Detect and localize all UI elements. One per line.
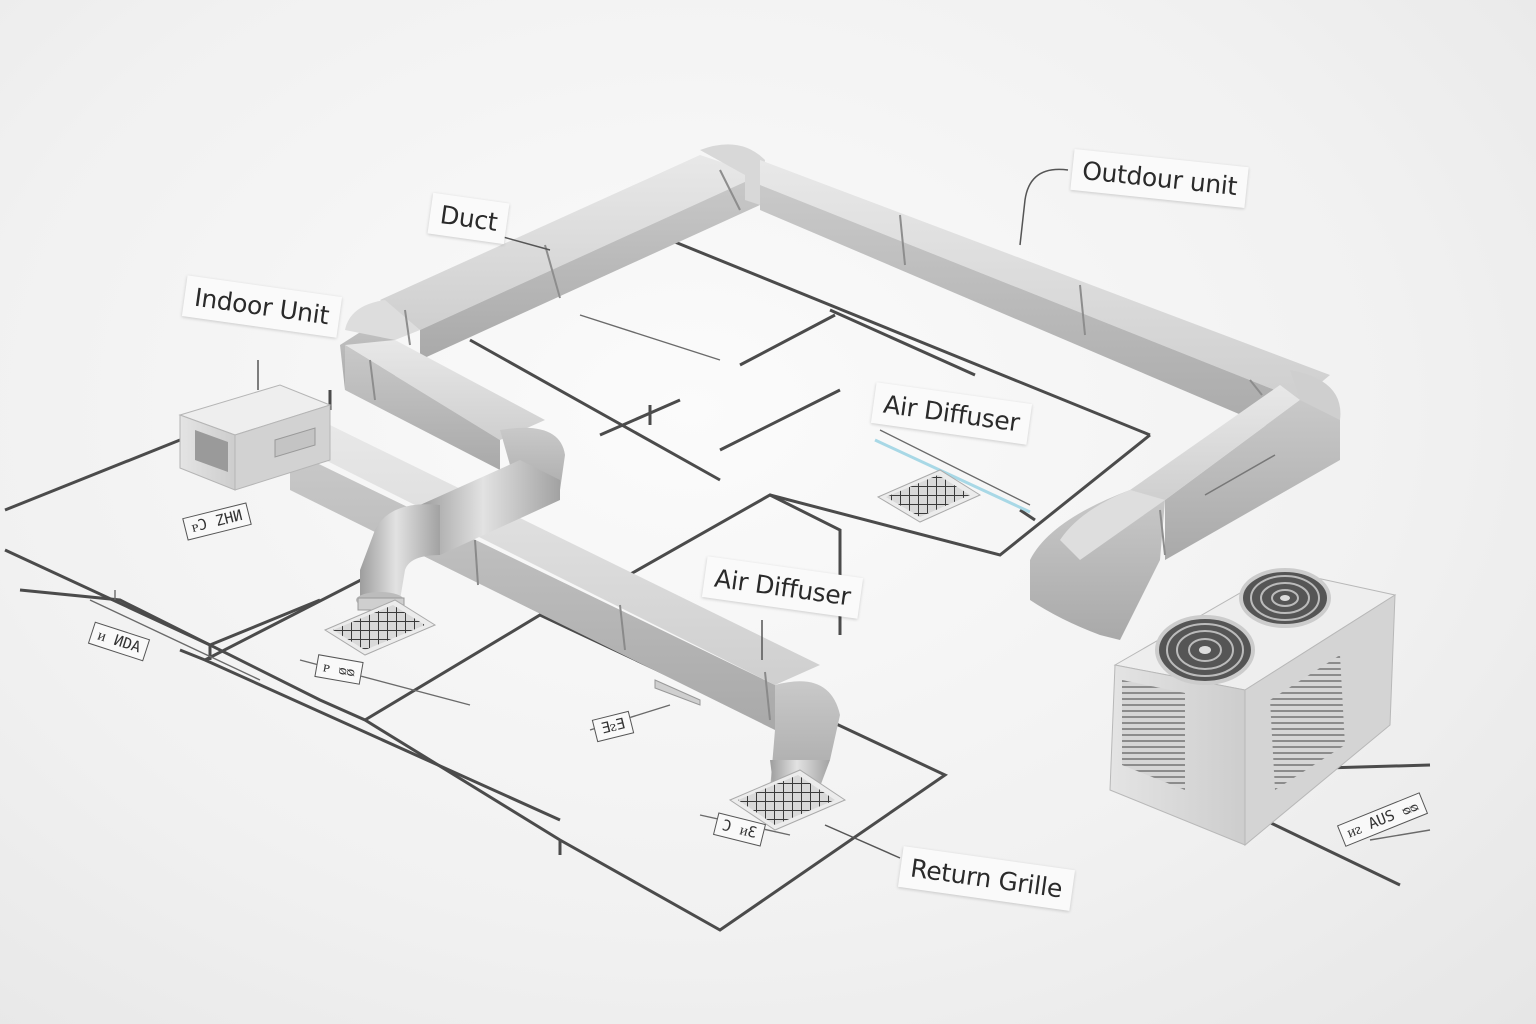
return-grille (728, 769, 847, 831)
outdoor-unit-louver-icon (1122, 680, 1185, 790)
diffuser-grille-top (876, 469, 982, 523)
fan-icon (1155, 615, 1255, 685)
indoor-unit (178, 384, 332, 491)
fan-icon (1239, 568, 1331, 628)
diffuser-grille-left (323, 599, 437, 656)
outdoor-unit (1109, 568, 1397, 847)
indoor-unit-vent-icon (195, 430, 228, 472)
air-diffuser-pointer-line (874, 438, 1031, 514)
